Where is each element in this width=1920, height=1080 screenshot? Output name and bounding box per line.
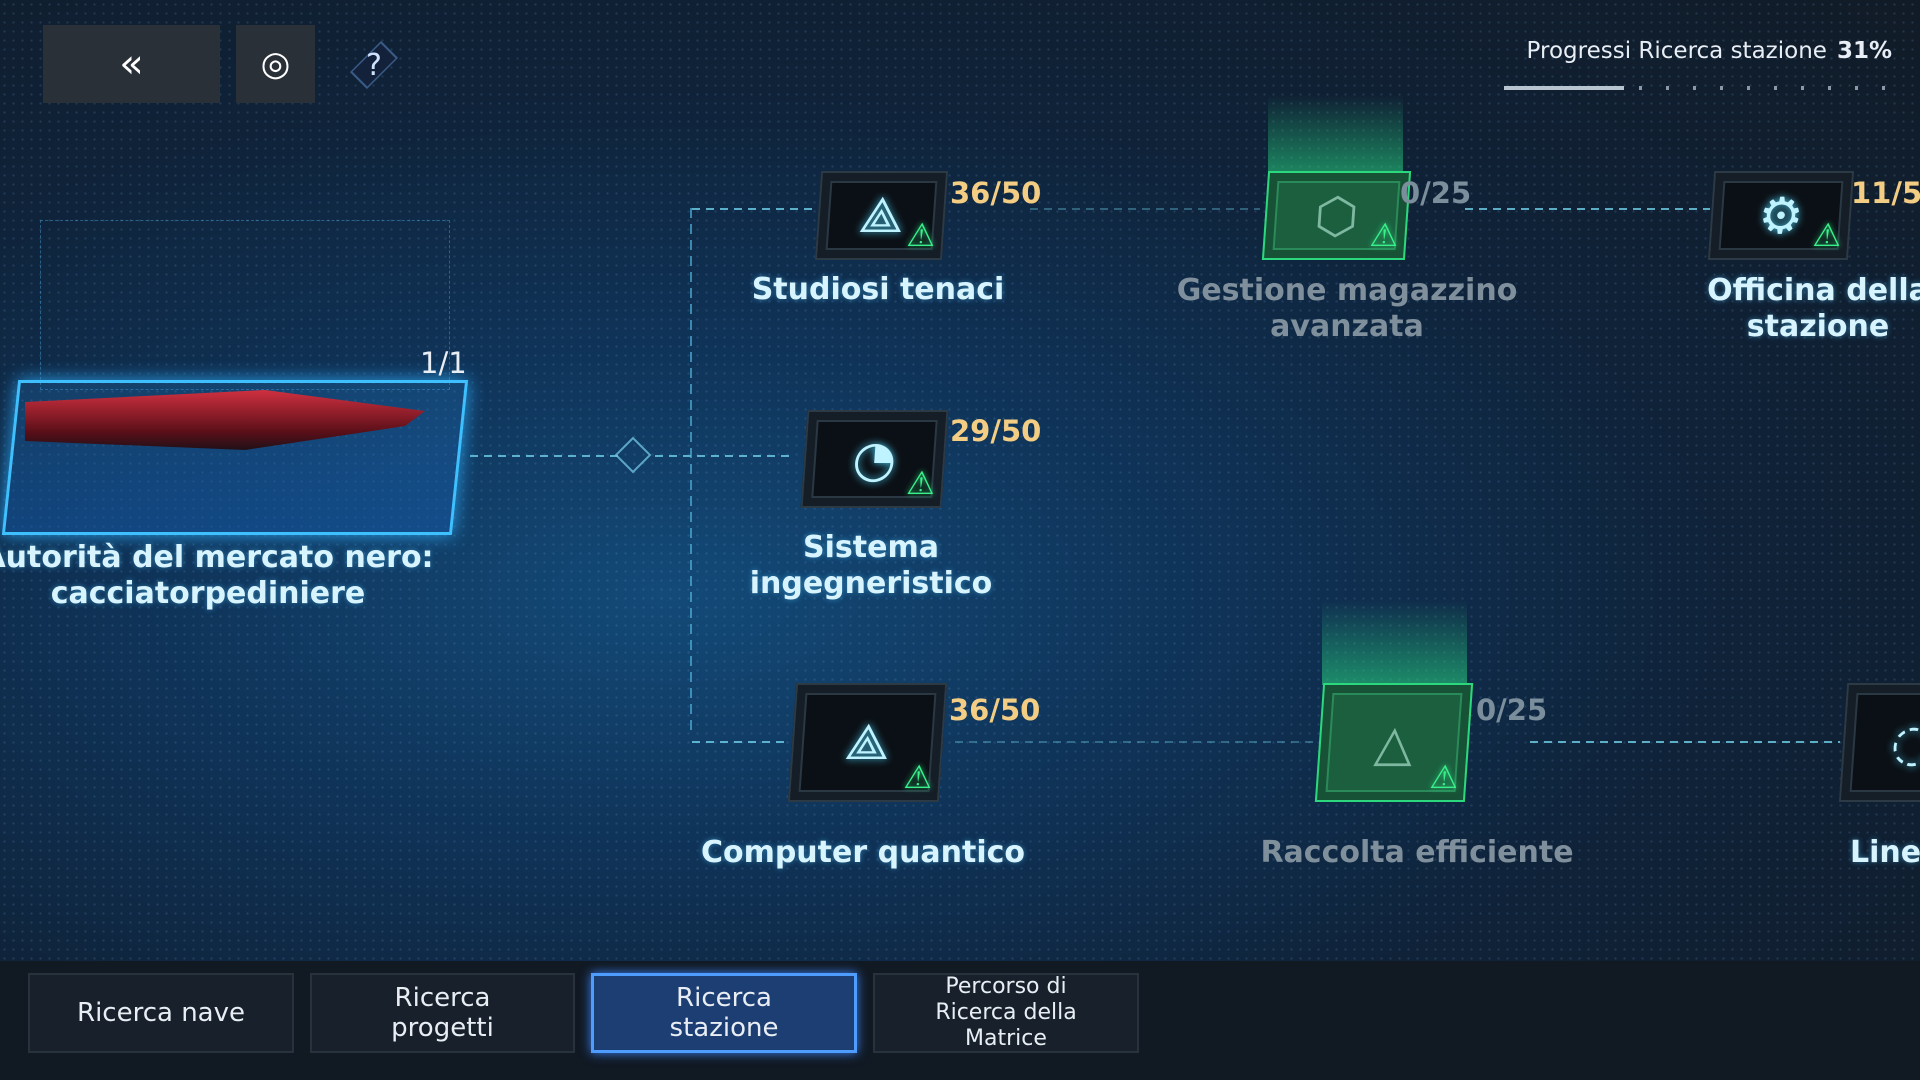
progress-bar-fill	[1504, 86, 1625, 90]
warning-icon: ⚠	[905, 216, 937, 254]
tab-ricerca-progetti[interactable]: Ricerca progetti	[310, 973, 575, 1053]
node-label: Studiosi tenaci	[751, 272, 1005, 307]
tab-ricerca-nave[interactable]: Ricerca nave	[28, 973, 294, 1053]
node-sistema-ingegneristico[interactable]: ◔⚠	[800, 410, 949, 508]
station-progress: Progressi Ricerca stazione 31%	[1527, 38, 1892, 64]
locked-glow	[1268, 95, 1403, 175]
refresh-icon: ◎	[260, 44, 291, 84]
node-linea[interactable]: ◌	[1838, 683, 1920, 802]
progress-bar	[1504, 86, 1892, 90]
progress-label: Progressi Ricerca stazione	[1526, 38, 1827, 64]
connector	[1030, 208, 1260, 210]
node-raccolta-efficiente[interactable]: △⚠	[1314, 683, 1474, 802]
connector	[470, 455, 620, 457]
progress-value: 31%	[1836, 38, 1892, 64]
help-icon: ?	[366, 47, 382, 83]
tab-percorso-matrice[interactable]: Percorso di Ricerca della Matrice	[873, 973, 1139, 1053]
cube-triangle-icon: △	[1372, 713, 1416, 772]
node-computer-quantico[interactable]: ⟁⚠	[787, 683, 948, 802]
warehouse-upgrade-icon: ⬡	[1312, 186, 1361, 245]
warning-icon: ⚠	[905, 464, 937, 502]
connector	[955, 741, 1315, 743]
help-button[interactable]: ?	[352, 40, 396, 90]
double-chevron-left-icon: «	[119, 41, 144, 87]
gear-triangle-icon: ⚙	[1756, 186, 1806, 245]
node-gestione-magazzino[interactable]: ⬡⚠	[1261, 171, 1412, 260]
hologram-frame	[40, 220, 450, 390]
ship-count: 1/1	[420, 346, 467, 380]
warning-icon: ⚠	[902, 758, 934, 796]
node-label: Computer quantico	[700, 835, 1026, 870]
node-officina-stazione[interactable]: ⚙⚠	[1707, 171, 1855, 260]
tab-ricerca-stazione[interactable]: Ricerca stazione	[591, 973, 857, 1053]
connector	[692, 208, 812, 210]
node-count: 11/50	[1851, 176, 1920, 210]
node-studiosi-tenaci[interactable]: ⟁⚠	[814, 171, 949, 260]
connector	[1530, 741, 1840, 743]
warning-icon: ⚠	[1811, 216, 1843, 254]
connector	[1465, 208, 1710, 210]
ship-label: Autorità del mercato nero:cacciatorpedin…	[0, 540, 434, 611]
warning-icon: ⚠	[1368, 216, 1400, 254]
building-cycle-icon: ◔	[850, 430, 899, 488]
chart-triangle-icon: ⟁	[843, 713, 892, 771]
node-count: 36/50	[950, 176, 1042, 210]
node-label: Linea dot	[1850, 835, 1920, 870]
connector	[690, 208, 692, 733]
warning-icon: ⚠	[1428, 758, 1460, 796]
back-button[interactable]: «	[43, 25, 220, 103]
cycle-icon: ◌	[1889, 713, 1920, 772]
connector	[655, 455, 795, 457]
junction-node	[614, 436, 652, 474]
ship-node[interactable]	[0, 220, 469, 540]
node-count: 0/25	[1476, 693, 1548, 727]
triangle-research-icon: ⟁	[857, 186, 906, 244]
refresh-button[interactable]: ◎	[236, 25, 315, 103]
node-label: Raccolta efficiente	[1260, 835, 1574, 870]
locked-glow	[1322, 600, 1467, 685]
node-count: 29/50	[950, 414, 1042, 448]
node-count: 0/25	[1400, 176, 1472, 210]
node-count: 36/50	[949, 693, 1041, 727]
connector	[692, 741, 787, 743]
